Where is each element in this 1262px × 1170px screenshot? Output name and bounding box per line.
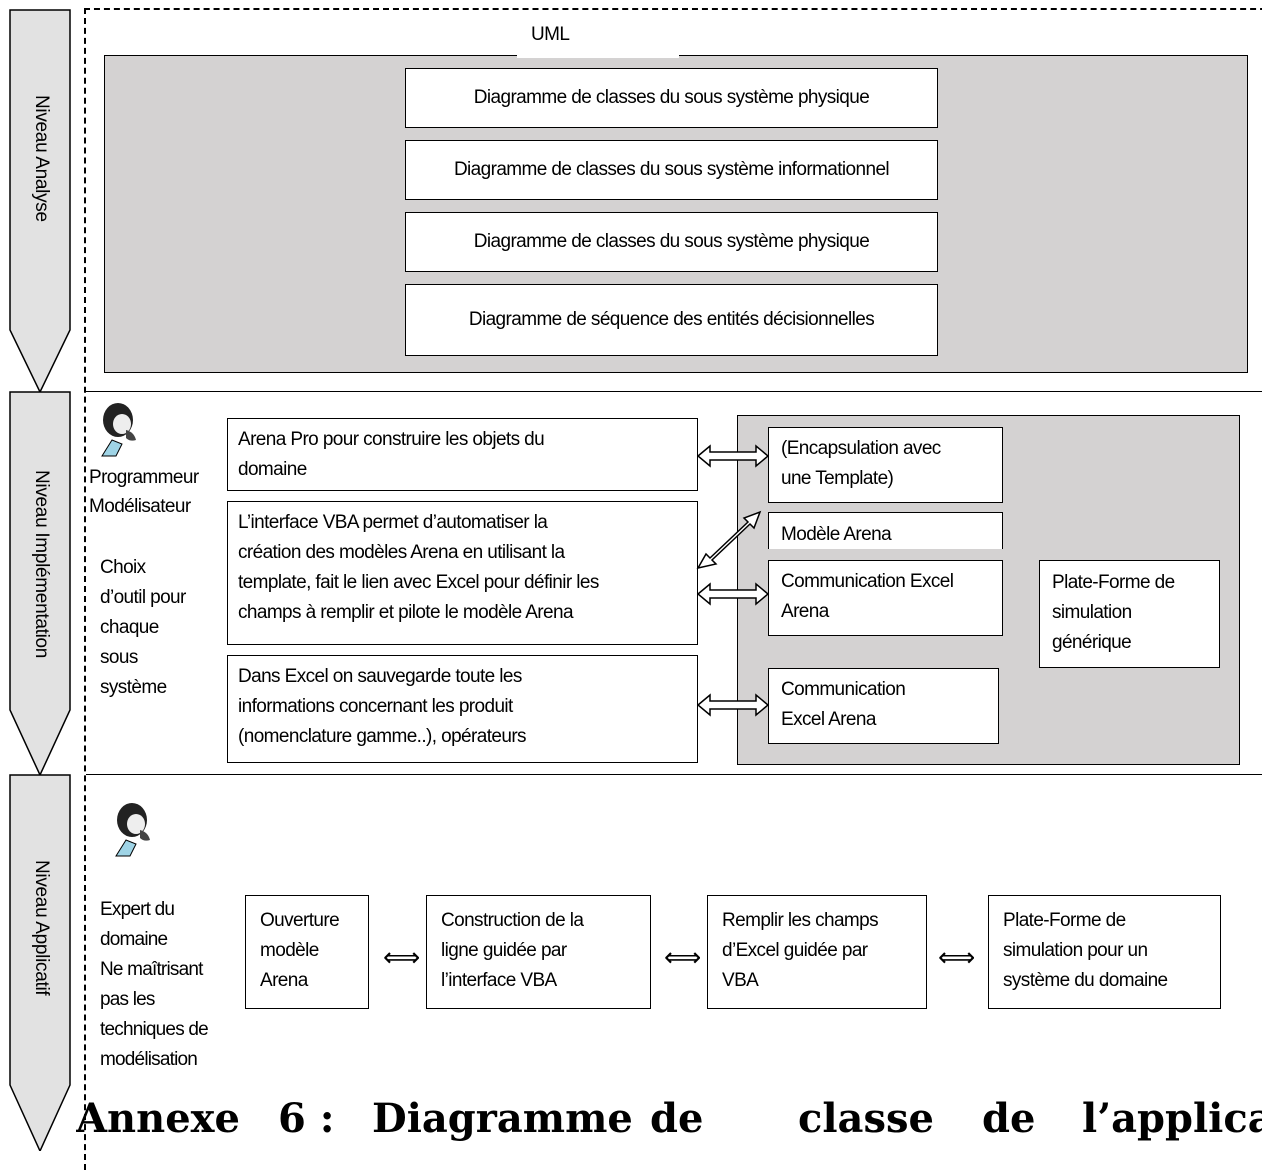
generic-platform-box: Plate-Forme de simulation générique [1039,560,1220,668]
uml-box-1: Diagramme de classes du sous système phy… [405,68,938,128]
uml-tab: UML [517,22,679,58]
encapsulation-box: (Encapsulation avec une Template) [768,427,1003,503]
actor-programmer-line2: Modélisateur [89,496,191,517]
caption-word: Diagramme [372,1095,633,1142]
step-platform: Plate-Forme de simulation pour un systèm… [988,895,1221,1009]
caption-word: de [650,1095,704,1142]
connector-arrows [696,444,770,717]
modele-arena-box: Modèle Arena [768,512,1003,549]
level-chevrons [9,9,71,1151]
level-label-applicatif: Niveau Applicatif [31,860,52,996]
excel-storage-box: Dans Excel on sauvegarde toute les infor… [227,655,698,763]
double-arrow-icon [696,582,770,606]
tool-choice-text: Choix d’outil pour chaque sous système [100,557,186,698]
double-arrow-icon [696,444,770,468]
expert-text: Expert du domaine Ne maîtrisant pas les … [100,899,209,1070]
caption-word: Annexe [76,1095,240,1142]
diagonal-double-arrow-icon [696,510,762,570]
double-arrow-icon: ⟺ [383,942,421,972]
uml-box-2: Diagramme de classes du sous système inf… [405,140,938,200]
level-label-analyse: Niveau Analyse [31,95,52,222]
dashed-frame [84,8,1262,1170]
communication-excel-box-1: Communication Excel Arena [768,560,1003,636]
annex-caption: Annexe 6 : Diagramme de classe de l’appl… [76,1095,1262,1151]
actor-programmer-line1: Programmeur [89,467,199,488]
chevron-implementation [9,391,71,777]
vba-interface-box: L’interface VBA permet d’automatiser la … [227,501,698,645]
separator-2 [86,774,1262,775]
programmer-icon [101,403,136,457]
expert-icon [115,803,150,857]
chevron-analyse [9,9,71,394]
uml-box-4: Diagramme de séquence des entités décisi… [405,284,938,356]
step-open-model: Ouverture modèle Arena [245,895,369,1009]
caption-word: l’application [1082,1095,1262,1142]
uml-label: UML [531,24,570,45]
level-label-implementation: Niveau Implémentation [31,470,52,659]
step-fill-excel: Remplir les champs d’Excel guidée par VB… [707,895,927,1009]
double-arrow-icon: ⟺ [664,942,702,972]
caption-word: 6 : [278,1095,335,1142]
communication-excel-box-2: Communication Excel Arena [768,668,999,744]
double-arrow-icon [696,693,770,717]
arena-pro-box: Arena Pro pour construire les objets du … [227,418,698,491]
caption-word: de [982,1095,1036,1142]
step-build-line: Construction de la ligne guidée par l’in… [426,895,651,1009]
uml-box-3: Diagramme de classes du sous système phy… [405,212,938,272]
caption-word: classe [798,1095,934,1142]
chevron-applicatif [9,774,71,1151]
double-arrow-icon: ⟺ [938,942,976,972]
separator-1 [86,391,1262,392]
